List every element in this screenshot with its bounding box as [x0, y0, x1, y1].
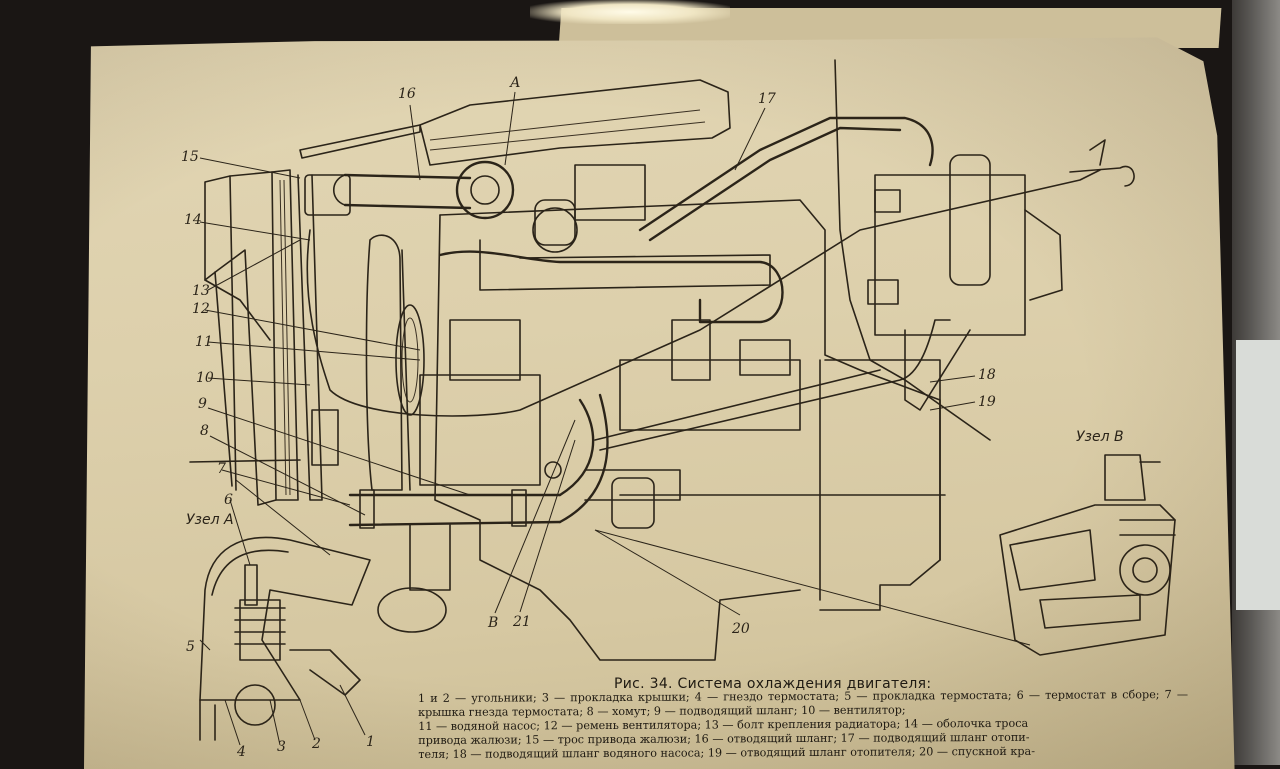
engine-block [419, 164, 941, 661]
heater-hoses [306, 59, 1135, 451]
light-glare [530, 0, 730, 24]
callout-18: 18 [978, 367, 996, 383]
callout-9: 9 [198, 396, 207, 412]
heater-unit [867, 154, 1063, 411]
callout-14: 14 [184, 212, 202, 228]
callout-7: 7 [217, 461, 226, 477]
callout-17: 17 [758, 91, 776, 107]
callout-13: 13 [192, 283, 210, 299]
book-page [84, 37, 1235, 769]
callout-8: 8 [200, 423, 209, 439]
callout-6: 6 [224, 492, 233, 508]
figure-title: Рис. 34. Система охлаждения двигателя: [614, 676, 932, 692]
fan [365, 234, 425, 491]
inset-b [999, 454, 1176, 656]
callout-4: 4 [237, 744, 246, 760]
radiator [189, 124, 421, 506]
callout-a: А [510, 75, 521, 91]
background-paper [1236, 340, 1280, 610]
figure-legend: 1 и 2 — угольники; 3 — прокладка крышки;… [418, 687, 1189, 762]
leader-lines [199, 91, 1031, 646]
callout-10: 10 [196, 370, 214, 386]
callout-20: 20 [732, 621, 750, 637]
lower-hose [348, 393, 946, 633]
callout-1: 1 [366, 734, 375, 750]
inset-a-thermostat [199, 479, 371, 746]
upper-hose [332, 79, 731, 220]
callout-2: 2 [312, 736, 321, 752]
callout-21: 21 [513, 614, 531, 630]
callout-5: 5 [186, 639, 195, 655]
callout-15: 15 [181, 149, 199, 165]
inset-a-title: Узел А [186, 512, 234, 528]
callout-12: 12 [192, 301, 210, 317]
callout-11: 11 [195, 334, 213, 350]
callout-16: 16 [398, 86, 416, 102]
callout-3: 3 [277, 739, 286, 755]
callout-b: В [488, 615, 499, 631]
callout-19: 19 [978, 394, 996, 410]
radiator-top-bar [299, 124, 421, 159]
inset-b-title: Узел В [1076, 429, 1124, 445]
